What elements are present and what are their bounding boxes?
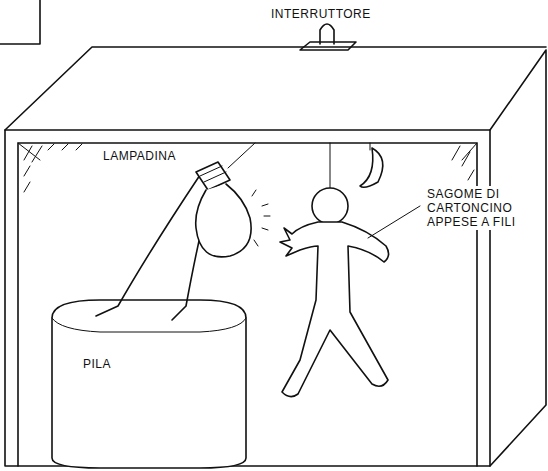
part-label: PILA [80, 356, 114, 372]
figure-silhouette [280, 222, 389, 397]
lamp-socket-thread [200, 166, 226, 182]
leader-line [368, 206, 420, 238]
hatching [452, 146, 474, 180]
part-label: LAMPADINA [100, 148, 179, 164]
moon-silhouette [360, 148, 383, 187]
switch-plate [300, 42, 356, 50]
light-rays [252, 190, 270, 246]
part-label: INTERRUTTORE [268, 6, 374, 22]
lamp-bulb [196, 184, 251, 257]
thread [330, 143, 331, 188]
thread [228, 143, 255, 168]
wire [96, 175, 200, 316]
figure-head [312, 188, 348, 224]
part-label: SAGOME DI CARTONCINO APPESE A FILI [424, 186, 542, 230]
panel-border [0, 0, 40, 44]
hatching [24, 144, 82, 192]
thread [370, 143, 371, 150]
switch-knob [320, 24, 334, 44]
inner-corner [18, 143, 477, 160]
battery [52, 300, 246, 468]
battery-edge [52, 318, 246, 332]
